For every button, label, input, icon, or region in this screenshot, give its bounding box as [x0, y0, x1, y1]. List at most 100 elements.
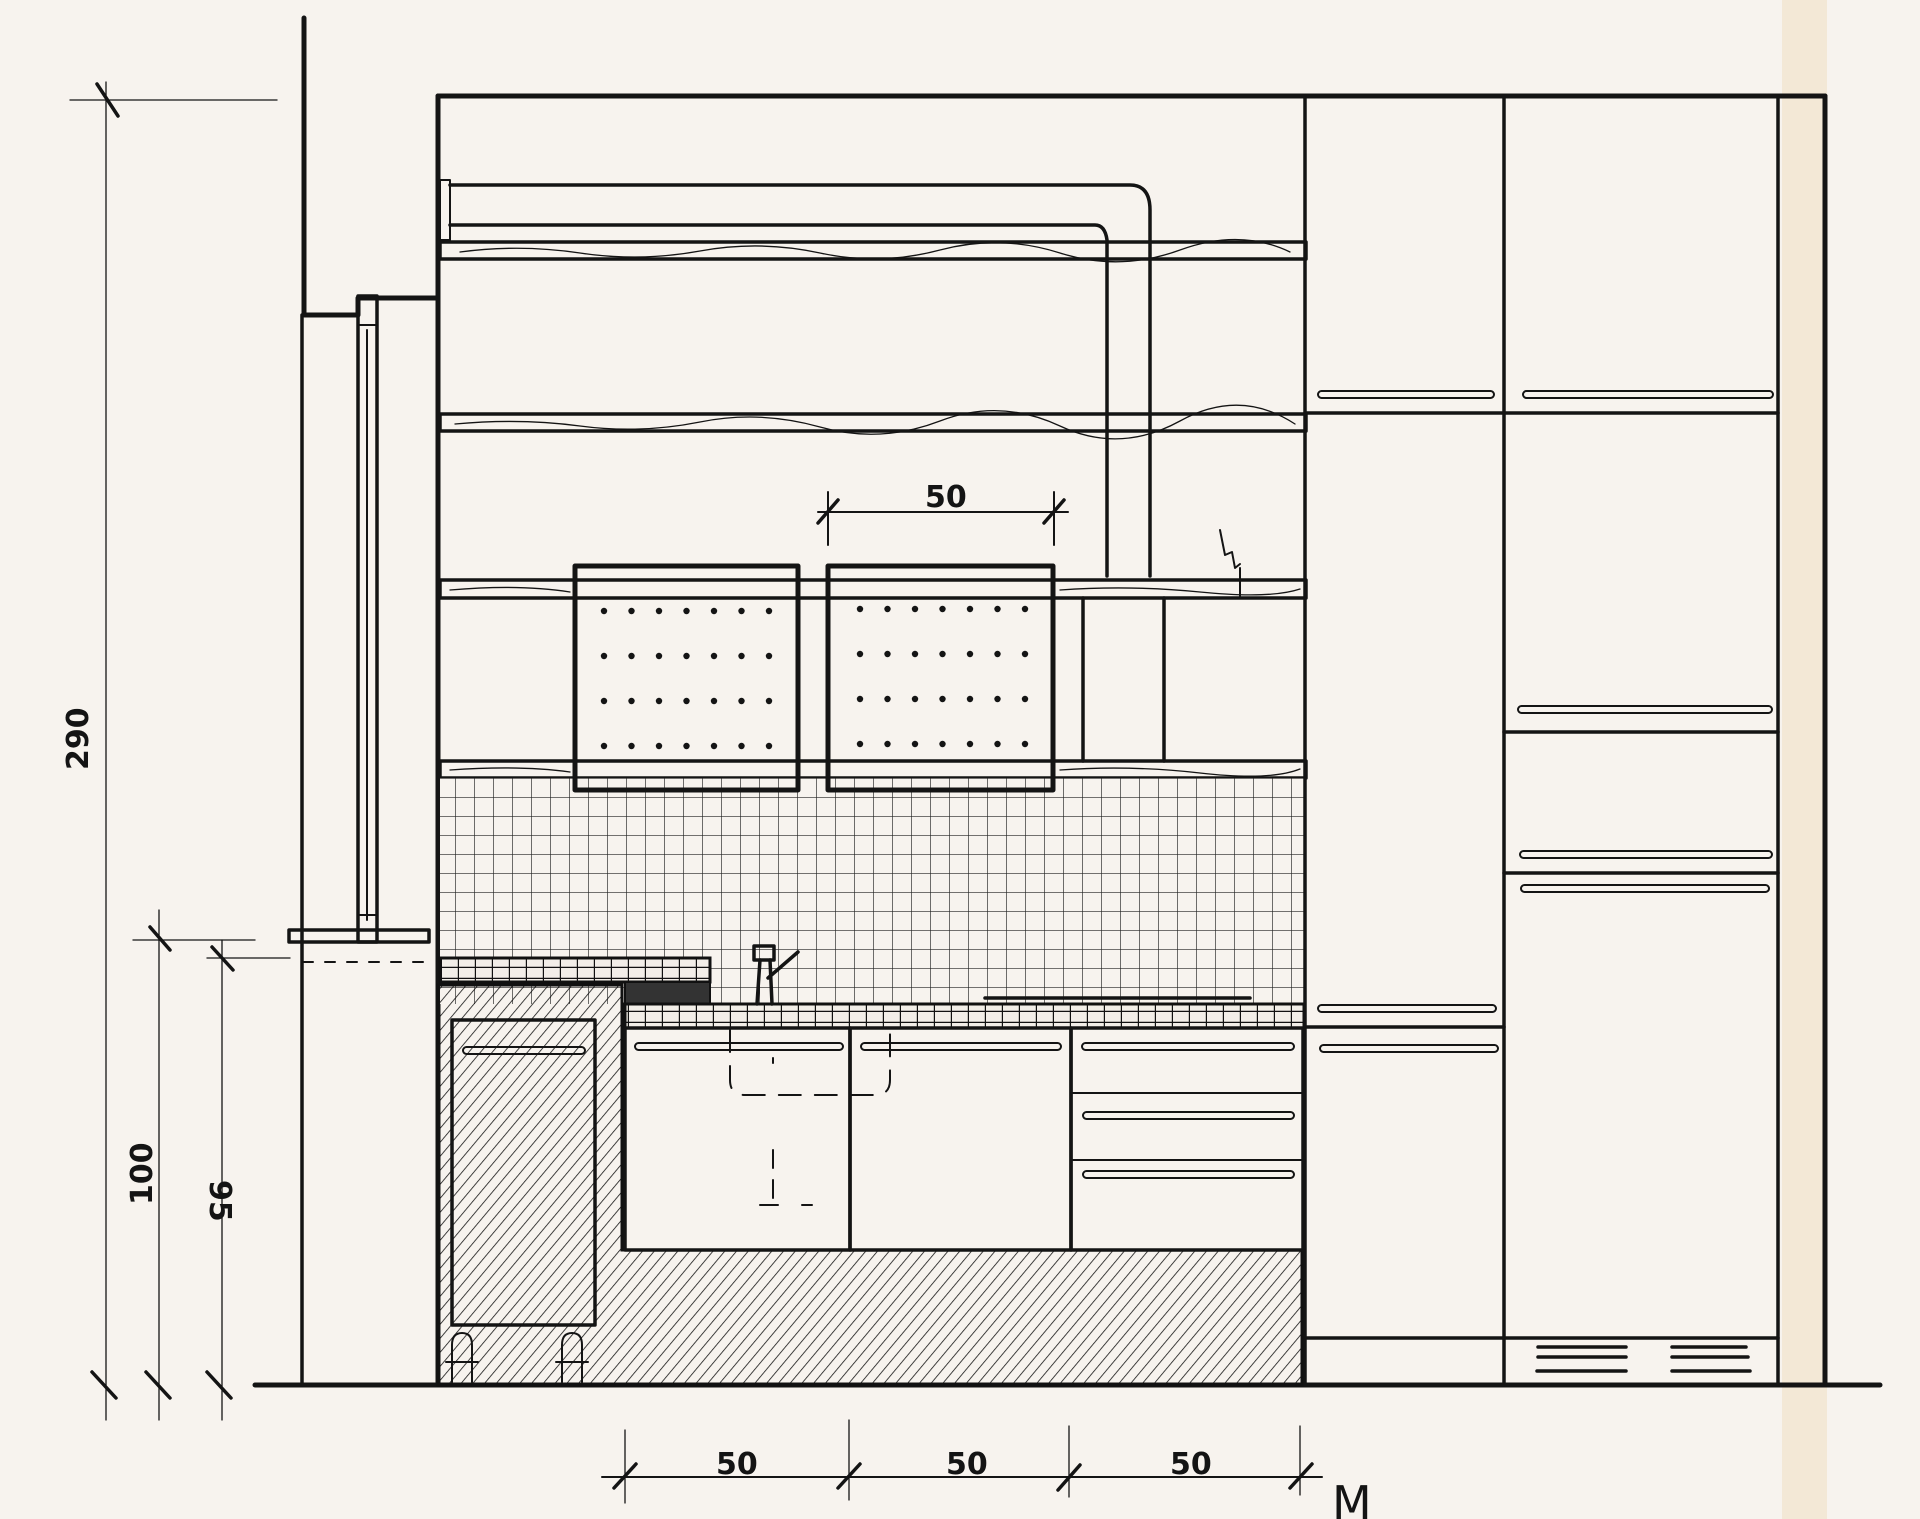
cabinet-handle — [860, 1042, 1062, 1051]
faucet — [752, 944, 800, 1006]
drawer-handle — [1082, 1170, 1295, 1179]
perforation-dot — [994, 650, 1001, 658]
shelf-3 — [438, 578, 1308, 600]
perforation-dot — [765, 742, 773, 750]
perforation-dot — [966, 695, 974, 703]
dimension-label-panel: 50 — [925, 480, 967, 515]
tall-cabinet-handle — [1522, 390, 1774, 399]
drawer-handle — [1082, 1111, 1295, 1120]
perforated-panel-right — [825, 563, 1056, 793]
perforation-dot — [1021, 740, 1029, 748]
tall-cabinet-handle — [1317, 1004, 1497, 1013]
tall-cabinet-handle — [1519, 850, 1773, 859]
perforation-dot — [628, 607, 635, 615]
perforation-dot — [628, 742, 635, 750]
perforation-dot — [655, 652, 663, 660]
dimension-panel-width: 50 — [816, 480, 1069, 546]
dimension-label-base-1: 50 — [716, 1447, 758, 1482]
perforation-dot — [856, 605, 864, 613]
perforation-dot — [939, 740, 946, 748]
vent-grille-left — [1535, 1345, 1628, 1373]
perforation-dot — [738, 607, 745, 615]
perforation-dot — [655, 742, 663, 750]
tall-cabinet-handle — [1517, 705, 1773, 714]
shelf-2 — [438, 404, 1308, 440]
perforation-dot — [683, 607, 690, 615]
perforation-dot — [966, 650, 974, 658]
dimension-label-base-2: 50 — [946, 1447, 988, 1482]
tall-cabinet-handle — [1319, 1044, 1499, 1053]
corner-mark-label: M — [1332, 1476, 1372, 1519]
perforation-dots — [600, 607, 773, 750]
worktop — [623, 996, 1306, 1030]
perforation-dot — [939, 605, 946, 613]
drawer-handle — [1081, 1042, 1295, 1051]
perforation-dot — [994, 605, 1001, 613]
extraction-duct — [439, 179, 1152, 578]
perforation-dot — [966, 740, 974, 748]
perforation-dot — [994, 740, 1001, 748]
perforation-dot — [765, 652, 773, 660]
perforation-dot — [911, 650, 919, 658]
dimension-base-cabinets: 50 50 50 M — [601, 1419, 1372, 1519]
perforation-dot — [1021, 695, 1029, 703]
dimension-label-290: 290 — [61, 707, 96, 770]
perforation-dot — [710, 697, 718, 705]
perforation-dot — [710, 607, 718, 615]
perforation-dot — [738, 652, 745, 660]
tall-cabinets — [1303, 94, 1780, 1387]
perforation-dot — [655, 697, 663, 705]
base-cabinets — [623, 1026, 1305, 1252]
tall-cabinet-handle — [1317, 390, 1495, 399]
perforation-dot — [655, 607, 663, 615]
perforation-dot — [856, 695, 864, 703]
perforation-dot — [710, 652, 718, 660]
fridge-feet — [445, 1332, 589, 1383]
perforation-dot — [911, 695, 919, 703]
drawer-unit — [1069, 1026, 1305, 1252]
perforation-dot — [628, 652, 635, 660]
perforated-panel-left — [572, 563, 801, 793]
perforation-dot — [884, 650, 891, 658]
perforation-dot — [600, 652, 608, 660]
undercounter-fridge — [445, 1018, 597, 1383]
perforation-dot — [600, 607, 608, 615]
dimension-counter-100: 100 — [125, 909, 256, 1421]
sink-cabinet-right — [848, 1026, 1073, 1252]
perforation-dot — [710, 742, 718, 750]
perforation-dot — [884, 605, 891, 613]
perforation-dot — [1021, 650, 1029, 658]
paper-fold-edge — [1782, 0, 1827, 1519]
perforation-dot — [683, 697, 690, 705]
perforation-dot — [966, 605, 974, 613]
perforation-dot — [765, 697, 773, 705]
vent-grille-right — [1670, 1345, 1752, 1373]
dimension-label-100: 100 — [125, 1142, 160, 1205]
perforation-dot — [738, 697, 745, 705]
electrical-symbol — [1219, 529, 1241, 569]
window-frame — [356, 294, 379, 944]
dimension-label-base-3: 50 — [1170, 1447, 1212, 1482]
sink-cabinet-left — [623, 1026, 852, 1252]
sink-bowl-hidden-outline — [729, 1029, 891, 1211]
perforation-dot — [600, 697, 608, 705]
perforation-dot — [765, 607, 773, 615]
perforation-dot — [738, 742, 745, 750]
perforation-dot — [911, 605, 919, 613]
window-sill — [287, 928, 431, 944]
perforation-dot — [628, 697, 635, 705]
open-shelves — [438, 238, 1308, 780]
perforation-dot — [884, 695, 891, 703]
fridge-handle — [462, 1046, 586, 1055]
perforation-dot — [884, 740, 891, 748]
perforation-dot — [939, 650, 946, 658]
left-wall-section — [287, 15, 441, 1387]
perforation-dot — [683, 742, 690, 750]
perforation-dot — [683, 652, 690, 660]
tall-cabinet-handle — [1520, 884, 1770, 893]
perforation-dot — [856, 740, 864, 748]
perforation-dot — [600, 742, 608, 750]
perforation-dot — [994, 695, 1001, 703]
shelf-1 — [438, 238, 1308, 263]
